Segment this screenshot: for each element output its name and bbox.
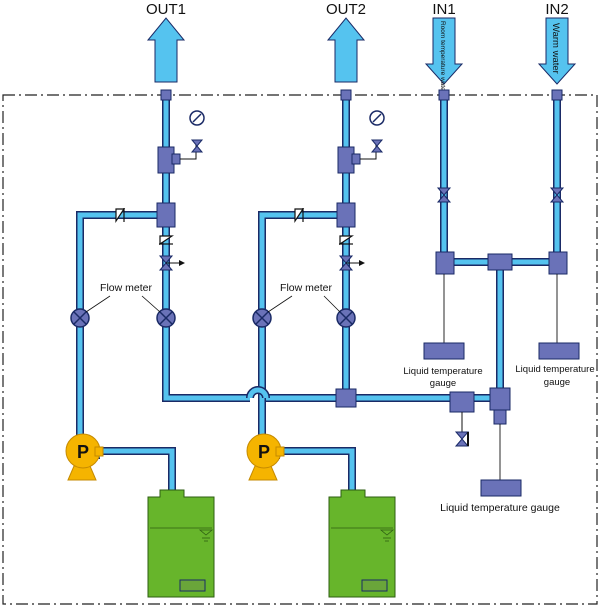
temp-gauge-1-label: Liquid temperature: [403, 366, 482, 377]
out1-label: OUT1: [146, 1, 186, 18]
tank-2: [328, 489, 396, 598]
flow-meter-icon: [70, 308, 90, 328]
pressure-gauge-icon: [189, 110, 205, 153]
check-valve-icon: [294, 208, 305, 223]
pressure-gauge-icon: [369, 110, 385, 153]
in2-label: IN2: [545, 1, 568, 18]
fittings: [156, 89, 568, 425]
check-valve-icon: [115, 208, 126, 223]
flow-meter-icon: [336, 308, 356, 328]
valve-icon: [436, 187, 452, 203]
liquid-temperature-gauge: [480, 479, 522, 497]
out2-label: OUT2: [326, 1, 366, 18]
check-valve-icon: [159, 235, 174, 246]
leader-lines: [85, 295, 341, 313]
flow-meter-icon: [252, 308, 272, 328]
out1-arrow: [146, 17, 186, 83]
tank-1: [147, 489, 215, 598]
pump-2-label: P: [258, 442, 270, 462]
flow-meter-label-1: Flow meter: [100, 282, 152, 294]
temp-gauge-1-label-2: gauge: [430, 378, 456, 389]
flow-meter-label-2: Flow meter: [280, 282, 332, 294]
valve-icon: [338, 255, 365, 271]
system-boundary: [2, 94, 598, 605]
valve-icon: [549, 187, 565, 203]
pump-icon: P: [246, 433, 285, 481]
in2-water-label: Warm water: [550, 23, 561, 74]
check-valve-icon: [339, 235, 354, 246]
temp-gauge-2-label-2: gauge: [544, 377, 570, 388]
in1-water-label: Room temperature water: [439, 21, 446, 94]
pipe-crossover: [246, 386, 270, 399]
temp-gauge-2-label: Liquid temperature: [515, 364, 594, 375]
temp-gauge-stems: [443, 274, 558, 480]
in1-label: IN1: [432, 1, 455, 18]
flow-meter-icon: [156, 308, 176, 328]
temp-gauge-3-label: Liquid temperature gauge: [440, 502, 560, 514]
drain-valve-icon: [454, 412, 470, 447]
gauge-branches: [180, 140, 377, 160]
pump-icon: P: [65, 433, 104, 481]
in2-arrow: [537, 17, 577, 85]
liquid-temperature-gauge: [538, 342, 580, 360]
in1-arrow: [424, 17, 464, 85]
pump-1-label: P: [77, 442, 89, 462]
out2-arrow: [326, 17, 366, 83]
valve-icon: [158, 255, 185, 271]
liquid-temperature-gauge: [423, 342, 465, 360]
